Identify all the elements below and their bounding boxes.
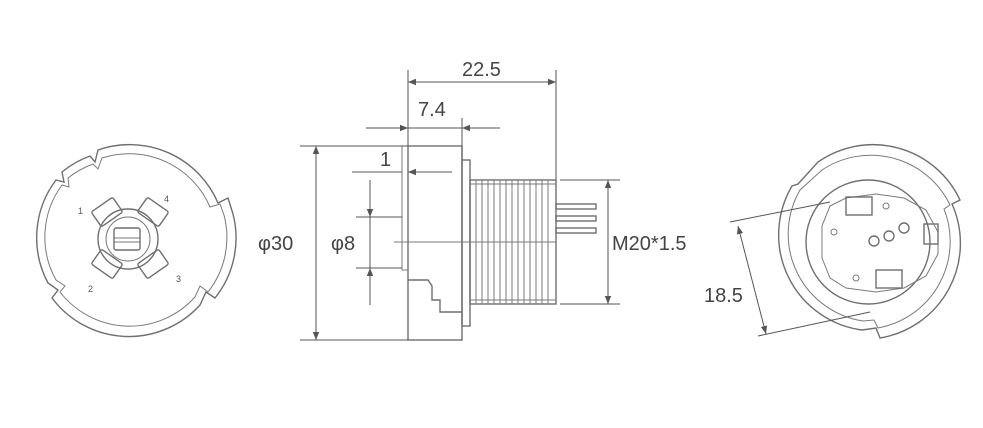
key-right [923,223,939,245]
dim-flange-thickness: 1 [380,149,391,171]
rear-outer-ring [35,143,237,338]
body-outline [407,145,463,341]
socket-pin-1 [868,235,880,247]
dim-line-thread-cross [736,225,768,335]
side-profile-view: 22.5 7.4 1 φ30 φ8 M20*1.5 [258,59,687,341]
key-bottom [875,269,903,289]
dim-thread-cross: 18.5 [704,285,743,307]
key-top [845,196,873,216]
front-socket-outer [805,179,931,305]
dim-flange-offset: 7.4 [418,99,446,121]
rear-pin-housings [91,197,169,279]
front-inner-ring [787,154,951,329]
dim-inner-diameter: φ8 [331,233,355,255]
front-socket-insert [821,193,939,293]
front-face-view: 18.5 [704,143,962,339]
dim-outer-diameter: φ30 [258,233,293,255]
dim-overall-length: 22.5 [462,59,501,81]
rear-inner-ring [44,153,228,327]
front-outer-ring [778,143,962,339]
rear-face-view: 1 4 3 2 [35,143,237,338]
pin-number-1: 1 [78,206,83,216]
pin-number-3: 3 [176,274,181,284]
socket-pin-2 [883,230,895,242]
socket-pin-3 [898,222,910,234]
pin-number-4: 4 [164,194,169,204]
dim-thread: M20*1.5 [612,233,687,255]
pin-number-2: 2 [88,284,93,294]
flange [461,159,471,327]
rear-pins [555,203,597,234]
